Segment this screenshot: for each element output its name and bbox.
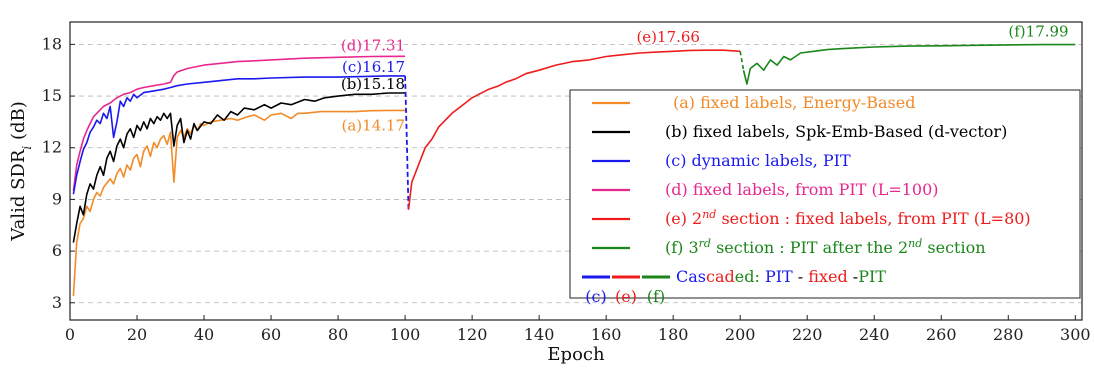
annotation-a: (a)14.17 (342, 116, 406, 134)
x-tick-label: 260 (926, 325, 957, 344)
x-tick-label: 60 (261, 325, 281, 344)
x-tick-label: 240 (859, 325, 890, 344)
annotations: (a)14.17 (b)15.18(c)16.17 (d)17.31 (e)17.66… (341, 23, 1069, 135)
legend-label-d: (d) fixed labels, from PIT (L=100) (665, 180, 939, 199)
y-tick-label: 18 (42, 34, 62, 53)
cascade-sub-label-f: (f) (647, 287, 665, 306)
y-tick-label: 12 (42, 138, 62, 157)
annotation-f: (f)17.99 (1008, 23, 1068, 41)
plot-frame (69, 21, 1083, 321)
series-line-d (72, 55, 406, 191)
legend-label-b: (b) fixed labels, Spk-Emb-Based (d-vecto… (665, 122, 1007, 141)
series-line-f (742, 43, 1076, 85)
x-tick-label: 220 (792, 325, 823, 344)
x-tick-label: 20 (127, 325, 147, 344)
x-tick-label: 280 (993, 325, 1024, 344)
x-tick-label: 100 (390, 325, 421, 344)
legend-box (569, 89, 1081, 299)
x-tick-label: 300 (1060, 325, 1091, 344)
series-layer (72, 43, 1076, 296)
series-connector-e-f (739, 51, 745, 71)
x-tick-label: 200 (725, 325, 756, 344)
cascade-sub-label-c: (c) (585, 287, 606, 306)
x-axis-label: Epoch (547, 344, 605, 365)
legend-label-a: (a) fixed labels, Energy-Based (673, 93, 915, 112)
annotation-c: (c)16.17 (342, 58, 405, 76)
x-tick-label: 180 (658, 325, 689, 344)
x-tick-label: 160 (591, 325, 622, 344)
legend: (a) fixed labels, Energy-Based (b) fixed … (569, 89, 1081, 306)
y-axis-label: Valid SDRi (dB) (8, 101, 34, 242)
x-tick-label: 80 (328, 325, 348, 344)
x-tick-label: 40 (194, 325, 214, 344)
x-tick-label: 140 (524, 325, 555, 344)
annotation-d: (d)17.31 (341, 36, 405, 54)
x-tick-label: 0 (65, 325, 75, 344)
series-line-e (407, 49, 741, 210)
legend-label-cascaded: Cascaded: PIT - fixed -PIT (676, 267, 886, 286)
legend-label-e: (e) 2nd section : fixed labels, from PIT… (665, 208, 1031, 229)
annotation-e: (e)17.66 (636, 28, 700, 46)
y-tick-label: 6 (52, 241, 62, 260)
series-line-c (72, 75, 406, 195)
y-tick-label: 15 (42, 86, 62, 105)
series-line-b (72, 92, 406, 243)
x-tick-label: 120 (457, 325, 488, 344)
legend-label-f: (f) 3rd section : PIT after the 2nd sect… (665, 237, 986, 258)
series-line-a (72, 109, 406, 296)
legend-label-c: (c) dynamic labels, PIT (665, 151, 851, 170)
y-tick-label: 9 (52, 189, 62, 208)
y-tick-label: 3 (52, 293, 62, 312)
annotation-b: (b)15.18 (341, 75, 405, 93)
cascade-sub-label-e: (e) (615, 287, 637, 306)
